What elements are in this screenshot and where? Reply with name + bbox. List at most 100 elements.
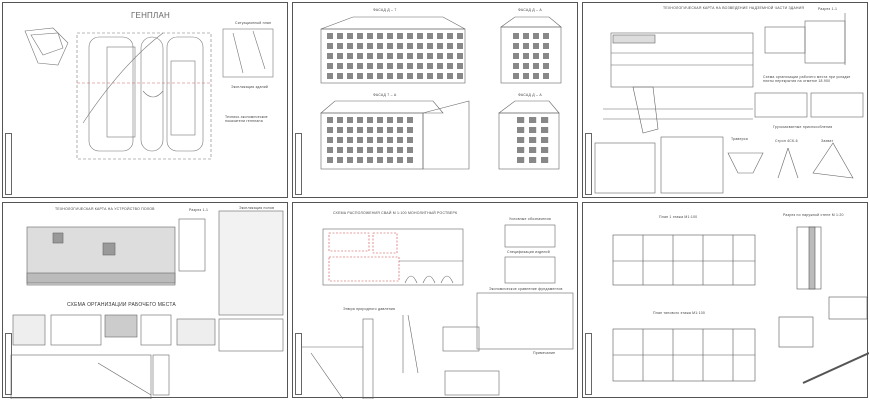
window-mark [447, 43, 453, 49]
window-mark [517, 137, 525, 143]
window-mark [387, 33, 393, 39]
floors-drawing [10, 210, 284, 399]
grip-label: Захват [821, 139, 834, 143]
window-mark [337, 117, 343, 123]
sling-label: Строп 4СК-6 [775, 139, 798, 143]
window-mark [427, 73, 433, 79]
sheet-genplan[interactable]: ГЕНПЛАН Ситуационный план Экспликация зд… [2, 2, 288, 198]
window-mark [397, 137, 403, 143]
window-mark [347, 63, 353, 69]
window-mark [377, 127, 383, 133]
window-mark [417, 73, 423, 79]
window-mark [387, 137, 393, 143]
window-mark [407, 33, 413, 39]
window-mark [517, 127, 525, 133]
sheet-facades[interactable]: ФАСАД Д – 7 ФАСАД Д – А ФАСАД 7 – А ФАСА… [292, 2, 578, 198]
window-mark [347, 117, 353, 123]
facade-label-d-a-2: ФАСАД Д – А [518, 93, 542, 97]
window-mark [533, 73, 539, 79]
window-mark [457, 63, 463, 69]
window-mark [357, 137, 363, 143]
sheet-title: План 1 этажа М1:100 [659, 215, 698, 219]
window-mark [347, 127, 353, 133]
window-mark [347, 43, 353, 49]
facades-drawing [320, 16, 562, 170]
buildings-explication-label: Экспликация зданий [231, 85, 269, 89]
window-mark [397, 73, 403, 79]
window-mark [457, 43, 463, 49]
window-mark [513, 43, 519, 49]
window-mark [357, 33, 363, 39]
legend-label: Условные обозначения [509, 217, 551, 221]
items-specification-label: Спецификация изделий [507, 250, 550, 254]
window-mark [327, 117, 333, 123]
window-mark [367, 117, 373, 123]
window-mark [523, 53, 529, 59]
sheet-tech-map-floors[interactable]: ТЕХНОЛОГИЧЕСКАЯ КАРТА НА УСТРОЙСТВО ПОЛО… [2, 202, 288, 399]
window-mark [397, 63, 403, 69]
sheet-title: ГЕНПЛАН [131, 11, 170, 20]
window-mark [337, 73, 343, 79]
window-mark [543, 73, 549, 79]
window-mark [347, 53, 353, 59]
floor-plans-drawing [612, 226, 869, 384]
window-mark [447, 53, 453, 59]
window-mark [407, 127, 413, 133]
window-mark [397, 33, 403, 39]
window-mark [541, 157, 549, 163]
window-mark [377, 147, 383, 153]
window-mark [337, 33, 343, 39]
window-mark [397, 157, 403, 163]
window-mark [327, 127, 333, 133]
window-mark [377, 33, 383, 39]
sheet-floor-plans[interactable]: План 1 этажа М1:100 План типового этажа … [582, 202, 869, 398]
window-mark [337, 63, 343, 69]
window-mark [407, 157, 413, 163]
facade-label-d-7: ФАСАД Д – 7 [373, 8, 397, 12]
window-mark [447, 33, 453, 39]
window-mark [377, 117, 383, 123]
window-mark [377, 43, 383, 49]
window-mark [377, 157, 383, 163]
window-mark [407, 43, 413, 49]
facade-label-7-a: ФАСАД 7 – А [373, 93, 397, 97]
window-mark [427, 33, 433, 39]
window-mark [437, 73, 443, 79]
window-mark [327, 33, 333, 39]
window-mark [377, 73, 383, 79]
window-mark [327, 63, 333, 69]
window-mark [457, 33, 463, 39]
window-mark [357, 147, 363, 153]
window-mark [437, 43, 443, 49]
window-mark [337, 53, 343, 59]
window-mark [523, 63, 529, 69]
sheet-title: ТЕХНОЛОГИЧЕСКАЯ КАРТА НА ВОЗВЕДЕНИЕ НАДЗ… [663, 6, 805, 10]
window-mark [529, 117, 537, 123]
workplace-scheme-label: Схема организации рабочего места при укл… [763, 75, 851, 83]
floors-explication-label: Экспликация полов [239, 206, 275, 210]
window-mark [417, 63, 423, 69]
window-mark [357, 43, 363, 49]
window-mark [327, 43, 333, 49]
sheet-tech-map-superstructure[interactable]: ТЕХНОЛОГИЧЕСКАЯ КАРТА НА ВОЗВЕДЕНИЕ НАДЗ… [582, 2, 868, 198]
window-mark [457, 53, 463, 59]
sheet-title: ТЕХНОЛОГИЧЕСКАЯ КАРТА НА УСТРОЙСТВО ПОЛО… [55, 207, 155, 211]
window-mark [387, 127, 393, 133]
sheet-title: СХЕМА РАСПОЛОЖЕНИЯ СВАЙ М 1:100 МОНОЛИТН… [333, 211, 458, 215]
window-mark [417, 43, 423, 49]
window-mark [427, 63, 433, 69]
window-mark [417, 53, 423, 59]
window-mark [407, 73, 413, 79]
window-mark [357, 63, 363, 69]
window-mark [367, 43, 373, 49]
window-mark [513, 73, 519, 79]
window-mark [367, 127, 373, 133]
sheet-pile-layout[interactable]: СХЕМА РАСПОЛОЖЕНИЯ СВАЙ М 1:100 МОНОЛИТН… [292, 202, 578, 399]
window-mark [407, 137, 413, 143]
section-1-1-label: Разрез 1-1 [189, 208, 209, 212]
window-mark [513, 33, 519, 39]
window-mark [533, 63, 539, 69]
window-mark [337, 137, 343, 143]
window-mark [347, 73, 353, 79]
window-mark [387, 147, 393, 153]
